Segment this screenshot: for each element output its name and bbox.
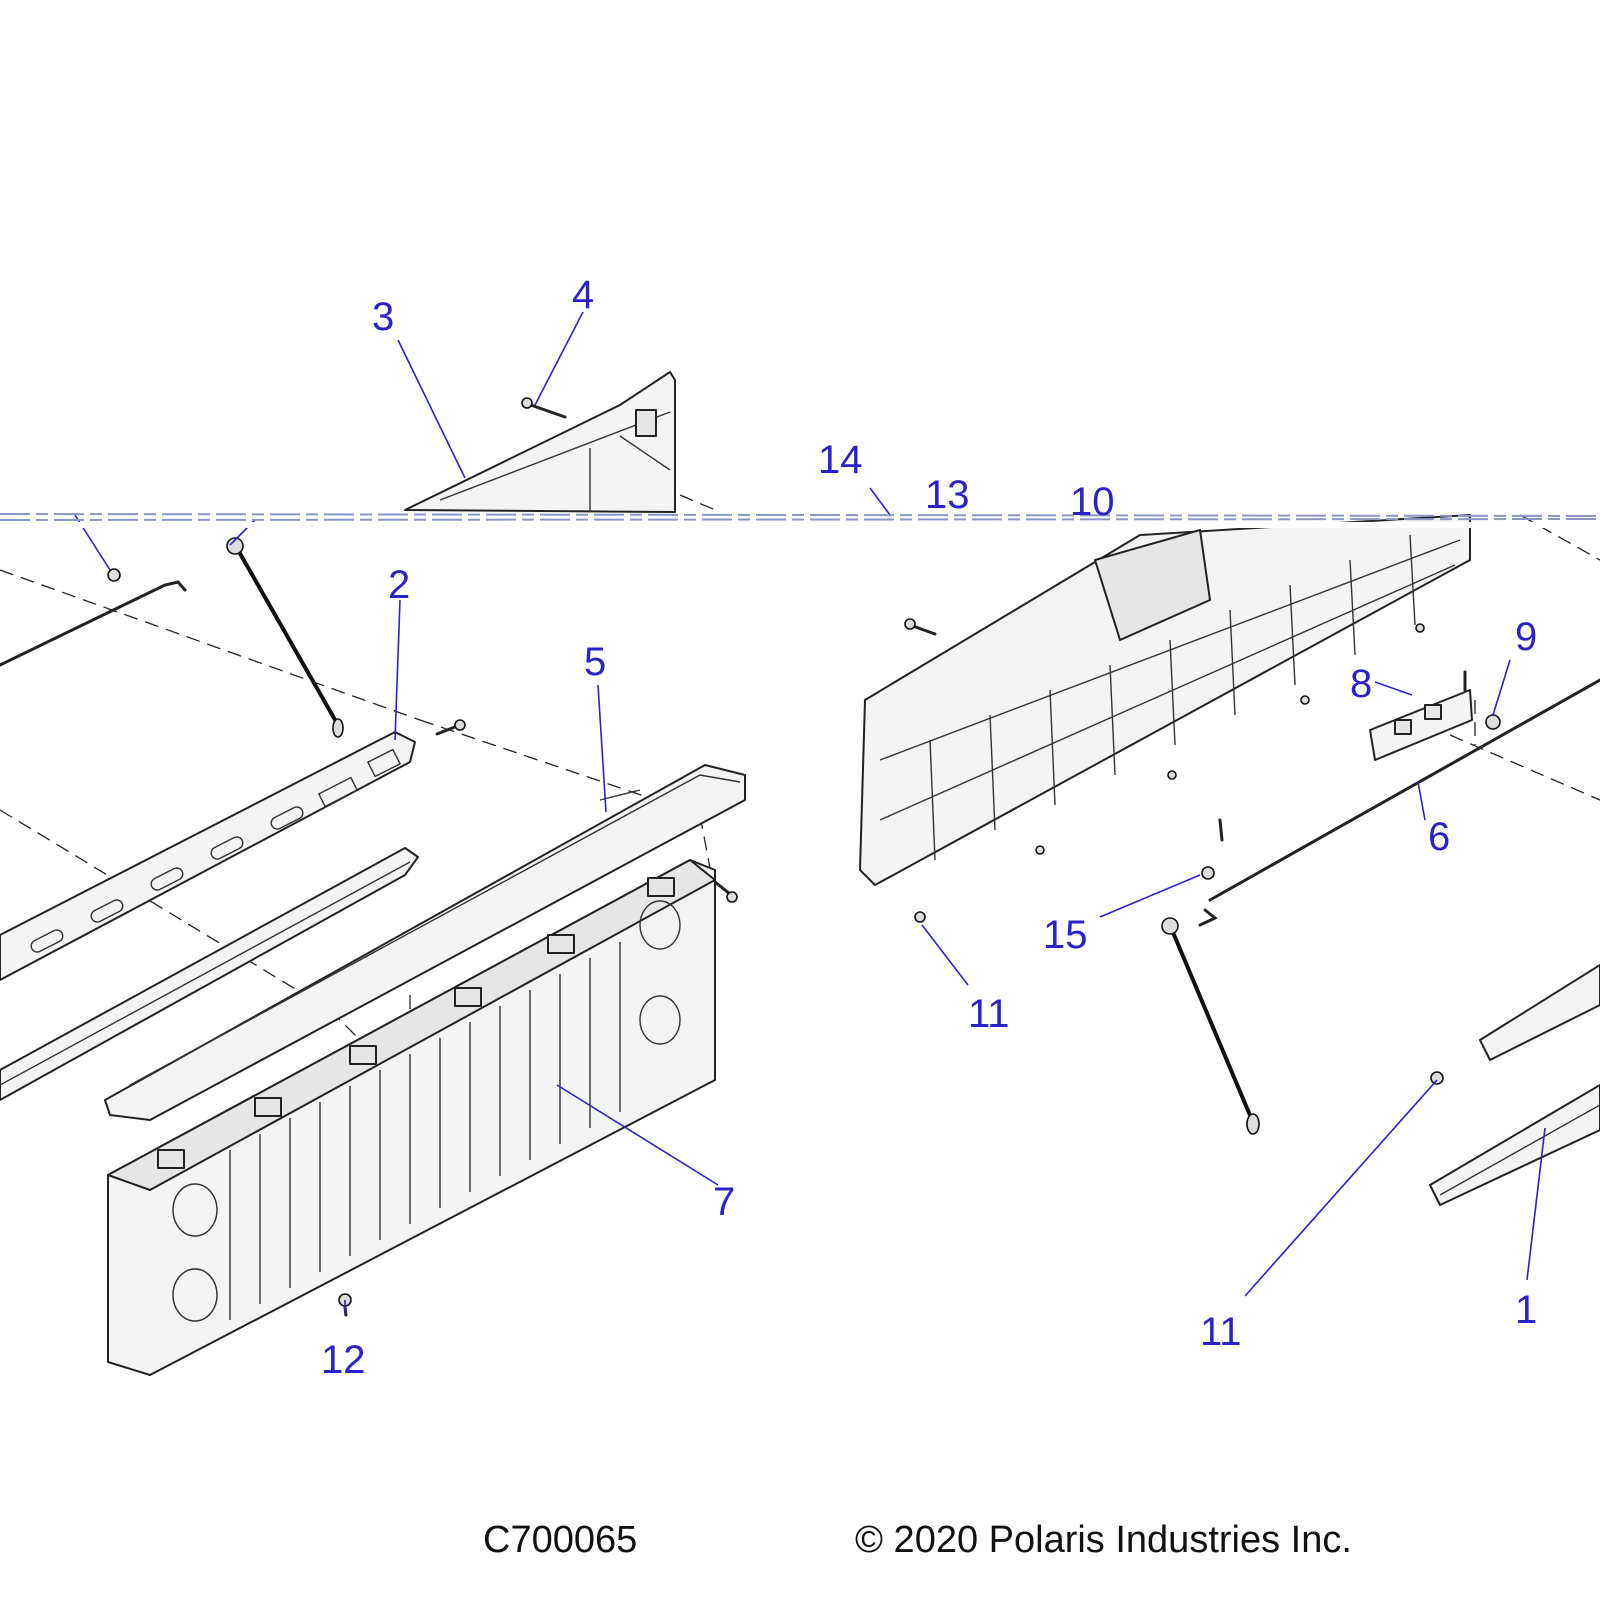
inner-tailgate-frame — [859, 514, 1471, 886]
callout-4: 4 — [572, 273, 594, 317]
callout-9: 9 — [1515, 615, 1537, 659]
cable-left-upper — [226, 537, 344, 738]
frame-screws — [914, 623, 1425, 923]
callout-7: 7 — [713, 1180, 735, 1224]
part-9-nut — [1485, 714, 1501, 730]
part-6-latch-rod-right — [1198, 678, 1600, 927]
part-4-bolt — [521, 397, 567, 419]
callout-3: 3 — [372, 295, 394, 339]
screw-part-2 — [435, 719, 466, 736]
callout-1: 1 — [1515, 1288, 1537, 1332]
callout-12: 12 — [321, 1338, 366, 1382]
copyright-notice: © 2020 Polaris Industries Inc. — [855, 1519, 1352, 1561]
callout-11-upper: 11 — [968, 992, 1010, 1036]
latch-rod-left — [0, 568, 187, 667]
callout-5: 5 — [584, 640, 606, 684]
torsion-tube — [0, 847, 419, 1101]
scan-glitch-band — [0, 513, 1600, 528]
callout-2: 2 — [388, 563, 410, 607]
part-8-latch — [1369, 670, 1473, 761]
callout-10: 10 — [1070, 480, 1115, 524]
part-5-top-rail-cap — [104, 764, 746, 1121]
part-11-screw-lower — [1430, 1071, 1444, 1085]
cable-right — [1161, 917, 1260, 1135]
part-7-outer-tailgate-panel — [107, 859, 716, 1376]
callout-labels: 1 2 3 4 5 6 7 8 9 10 11 11 12 13 14 15 — [321, 273, 1537, 1382]
screw-part-5 — [713, 880, 738, 903]
callout-8: 8 — [1350, 662, 1372, 706]
part-1-side-rail — [1429, 964, 1600, 1206]
callout-15: 15 — [1043, 913, 1088, 957]
callout-11-lower: 11 — [1200, 1310, 1242, 1354]
callout-6: 6 — [1428, 815, 1450, 859]
callout-14: 14 — [818, 438, 863, 482]
part-2-slotted-rail — [0, 731, 416, 981]
part-15-clip — [1201, 818, 1224, 880]
frame-bolt — [904, 618, 937, 636]
leader-lines — [74, 311, 1546, 1315]
figure-code: C700065 — [483, 1519, 637, 1561]
callout-13: 13 — [925, 473, 970, 517]
part-3-tailgate-upper-panel — [404, 371, 676, 513]
